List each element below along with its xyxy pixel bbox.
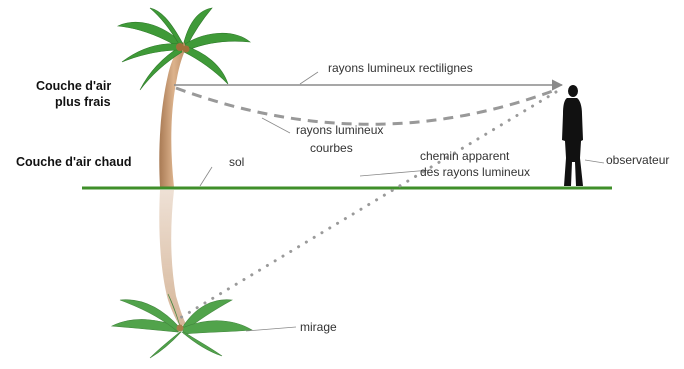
cool-layer-label-line1: Couche d'air xyxy=(36,79,111,93)
mirage-label: mirage xyxy=(300,320,337,334)
apparent-path-label-line1: chemin apparent xyxy=(420,149,510,163)
cool-layer-label-line2: plus frais xyxy=(55,95,111,109)
apparent-path-label-line2: des rayons lumineux xyxy=(420,165,530,179)
curved-rays-label-line2: courbes xyxy=(310,141,353,155)
curved-rays-label-line1: rayons lumineux xyxy=(296,123,383,137)
straight-rays-label: rayons lumineux rectilignes xyxy=(328,61,473,75)
person-silhouette-icon xyxy=(562,85,583,186)
observer-label: observateur xyxy=(606,153,669,167)
ground-label: sol xyxy=(229,155,244,169)
warm-layer-label: Couche d'air chaud xyxy=(16,155,132,169)
leader-lines xyxy=(200,72,604,331)
palm-reflection-icon xyxy=(112,190,252,358)
curved-ray-path xyxy=(176,88,558,124)
